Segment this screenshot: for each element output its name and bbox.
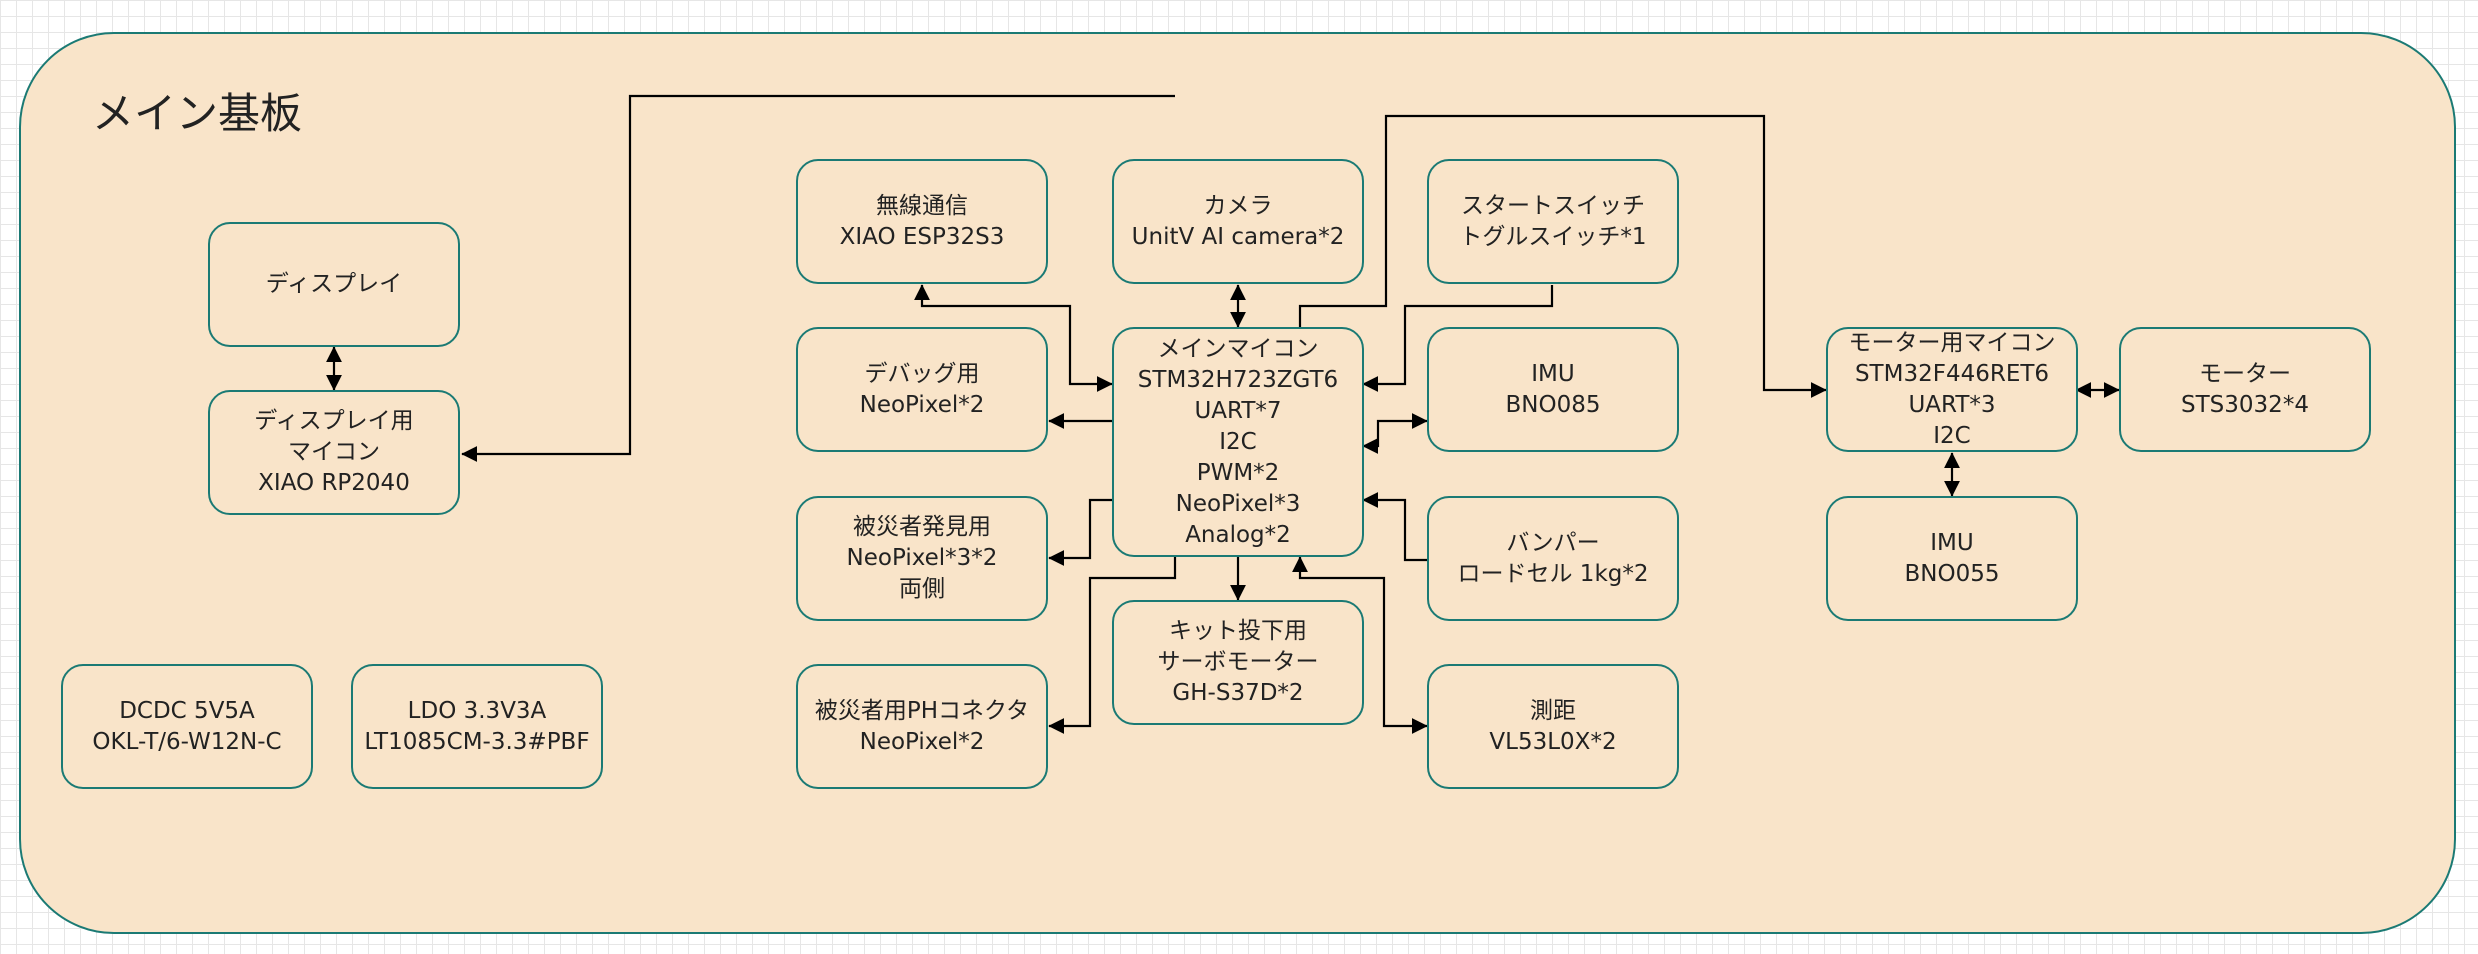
rangefinder-node: 測距 VL53L0X*2	[1427, 664, 1679, 789]
node-label-line: XIAO RP2040	[258, 470, 410, 496]
node-label: IMU BNO055	[1905, 528, 2000, 590]
node-label-line: Analog*2	[1185, 521, 1291, 548]
node-label-line: メインマイコン	[1157, 335, 1319, 362]
bumper-node: バンパーロードセル 1kg*2	[1427, 496, 1679, 621]
node-label: モーター STS3032*4	[2181, 359, 2309, 421]
node-label-line: VL53L0X*2	[1489, 728, 1617, 755]
node-label-line: BNO055	[1904, 560, 2000, 587]
node-label: ディスプレイ	[266, 269, 402, 300]
node-label-line: BNO085	[1505, 391, 1601, 418]
dcdc-node: DCDC 5V5A OKL-T/6-W12N-C	[61, 664, 313, 789]
node-label-line: バンパー	[1506, 529, 1600, 556]
node-label: LDO 3.3V3A LT1085CM-3.3#PBF	[364, 696, 589, 758]
node-label: スタートスイッチトグルスイッチ*1	[1459, 191, 1646, 253]
ldo-node: LDO 3.3V3A LT1085CM-3.3#PBF	[351, 664, 603, 789]
node-label-line: UnitV AI camera*2	[1131, 223, 1345, 250]
node-label-line: LT1085CM-3.3#PBF	[364, 728, 590, 755]
node-label-line: STS3032*4	[2181, 391, 2309, 418]
node-label-line: LDO 3.3V3A	[407, 697, 547, 724]
wire-start-main	[1362, 285, 1554, 392]
node-label-line: IMU	[1930, 529, 1974, 556]
node-label-line: 被災者用PHコネクタ	[814, 697, 1030, 724]
wire-main-imu	[1362, 413, 1428, 454]
victim-connector-node: 被災者用PHコネクタ NeoPixel*2	[796, 664, 1048, 789]
start-switch-node: スタートスイッチトグルスイッチ*1	[1427, 159, 1679, 284]
node-label-line: I2C	[1933, 422, 1971, 449]
motor-node: モーター STS3032*4	[2119, 327, 2371, 452]
node-label-line: I2C	[1219, 428, 1257, 455]
node-label-line: ロードセル 1kg*2	[1457, 560, 1649, 587]
node-label: デバッグ用 NeoPixel*2	[860, 359, 985, 421]
node-label-line: NeoPixel*3*2	[846, 545, 998, 571]
node-label: 無線通信 XIAO ESP32S3	[840, 191, 1005, 253]
wire-main-victimled	[1048, 498, 1112, 566]
wire-main-rangefinder	[1292, 556, 1428, 734]
camera-node: カメラ UnitV AI camera*2	[1112, 159, 1364, 284]
node-label-line: モーター	[2198, 360, 2291, 387]
wire-main-motormcu	[1298, 114, 1827, 398]
node-label-line: UART*3	[1908, 391, 1996, 418]
node-label-line: デバッグ用	[864, 360, 980, 387]
node-label-line: 測距	[1530, 697, 1576, 724]
node-label: 被災者用PHコネクタ NeoPixel*2	[815, 696, 1029, 758]
node-label-line: ディスプレイ用	[254, 408, 414, 434]
node-label: キット投下用サーボモーター GH-S37D*2	[1158, 616, 1319, 709]
node-label: IMU BNO085	[1506, 359, 1601, 421]
node-label-line: GH-S37D*2	[1172, 680, 1304, 706]
imu-main-node: IMU BNO085	[1427, 327, 1679, 452]
wire-main-victimconnector	[1048, 557, 1177, 734]
node-label-line: STM32F446RET6	[1854, 360, 2050, 387]
node-label-line: トグルスイッチ*1	[1459, 223, 1647, 250]
node-label: DCDC 5V5A OKL-T/6-W12N-C	[92, 696, 281, 758]
board-title: メイン基板	[92, 89, 303, 138]
node-label-line: XIAO ESP32S3	[839, 223, 1005, 250]
node-label-line: キット投下用	[1169, 618, 1307, 644]
node-label-line: UART*7	[1194, 397, 1282, 424]
wire-main-wireless	[914, 284, 1113, 392]
node-label-line: STM32H723ZGT6	[1137, 366, 1339, 393]
imu-motor-node: IMU BNO055	[1826, 496, 2078, 621]
node-label-line: スタートスイッチ	[1460, 192, 1645, 219]
display-node: ディスプレイ	[208, 222, 460, 347]
node-label: 測距 VL53L0X*2	[1489, 696, 1616, 758]
victim-led-node: 被災者発見用 NeoPixel*3*2 両側	[796, 496, 1048, 621]
node-label-line: 無線通信	[875, 192, 968, 219]
node-label-line: ディスプレイ	[265, 271, 403, 297]
wire-bumper-main	[1362, 492, 1427, 562]
node-label-line: NeoPixel*3	[1175, 490, 1301, 517]
node-label-line: マイコン	[287, 439, 380, 465]
node-label-line: カメラ	[1203, 192, 1273, 219]
node-label-line: DCDC 5V5A	[119, 697, 255, 724]
node-label-line: 両側	[899, 576, 945, 602]
node-label-line: OKL-T/6-W12N-C	[92, 728, 282, 755]
node-label: カメラ UnitV AI camera*2	[1132, 191, 1345, 253]
node-label-line: 被災者発見用	[853, 514, 991, 540]
node-label-line: NeoPixel*2	[859, 391, 985, 418]
node-label-line: モーター用マイコン	[1848, 329, 2056, 356]
node-label: バンパーロードセル 1kg*2	[1458, 528, 1649, 590]
node-label-line: サーボモーター	[1157, 649, 1319, 675]
display-mcu-node: ディスプレイ用マイコン XIAO RP2040	[208, 390, 460, 515]
debug-led-node: デバッグ用 NeoPixel*2	[796, 327, 1048, 452]
wireless-node: 無線通信 XIAO ESP32S3	[796, 159, 1048, 284]
node-label-line: IMU	[1531, 360, 1575, 387]
wire-main-displaymcu	[461, 94, 1175, 462]
node-label: 被災者発見用 NeoPixel*3*2 両側	[847, 512, 998, 605]
node-label-line: PWM*2	[1196, 459, 1280, 486]
node-label-line: NeoPixel*2	[859, 728, 985, 755]
kit-servo-node: キット投下用サーボモーター GH-S37D*2	[1112, 600, 1364, 725]
node-label: ディスプレイ用マイコン XIAO RP2040	[254, 406, 413, 499]
